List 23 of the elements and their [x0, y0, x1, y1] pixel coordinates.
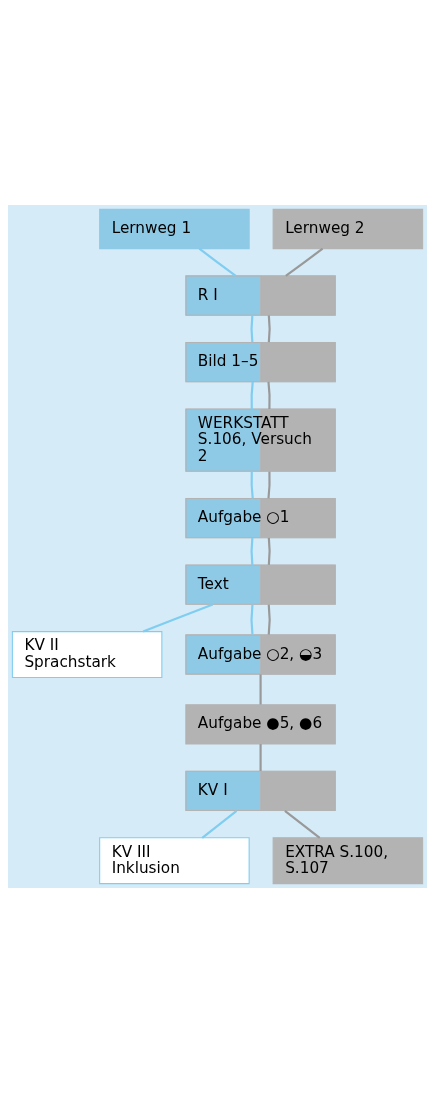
node-box: KV III Inklusion [99, 837, 250, 885]
connector [250, 381, 254, 410]
node-box: Lernweg 1 [99, 208, 250, 250]
connector [284, 809, 321, 839]
connector [267, 604, 271, 635]
connector [259, 674, 262, 705]
connector [267, 381, 271, 410]
connector [267, 471, 271, 499]
connector [142, 603, 214, 633]
node-box: EXTRA S.100, S.107 [272, 837, 424, 885]
connector [250, 604, 254, 635]
node-box: KV II Sprachstark [11, 631, 163, 678]
connector [259, 744, 262, 771]
node-box: Lernweg 2 [272, 208, 424, 250]
connector [250, 471, 254, 499]
connector [198, 247, 237, 277]
connector [267, 315, 271, 343]
connector [267, 537, 271, 565]
connector [201, 809, 238, 839]
connector [250, 537, 254, 565]
connector [250, 315, 254, 343]
node-box: Aufgabe ●5, ●6 [185, 704, 336, 745]
connector [285, 247, 324, 277]
